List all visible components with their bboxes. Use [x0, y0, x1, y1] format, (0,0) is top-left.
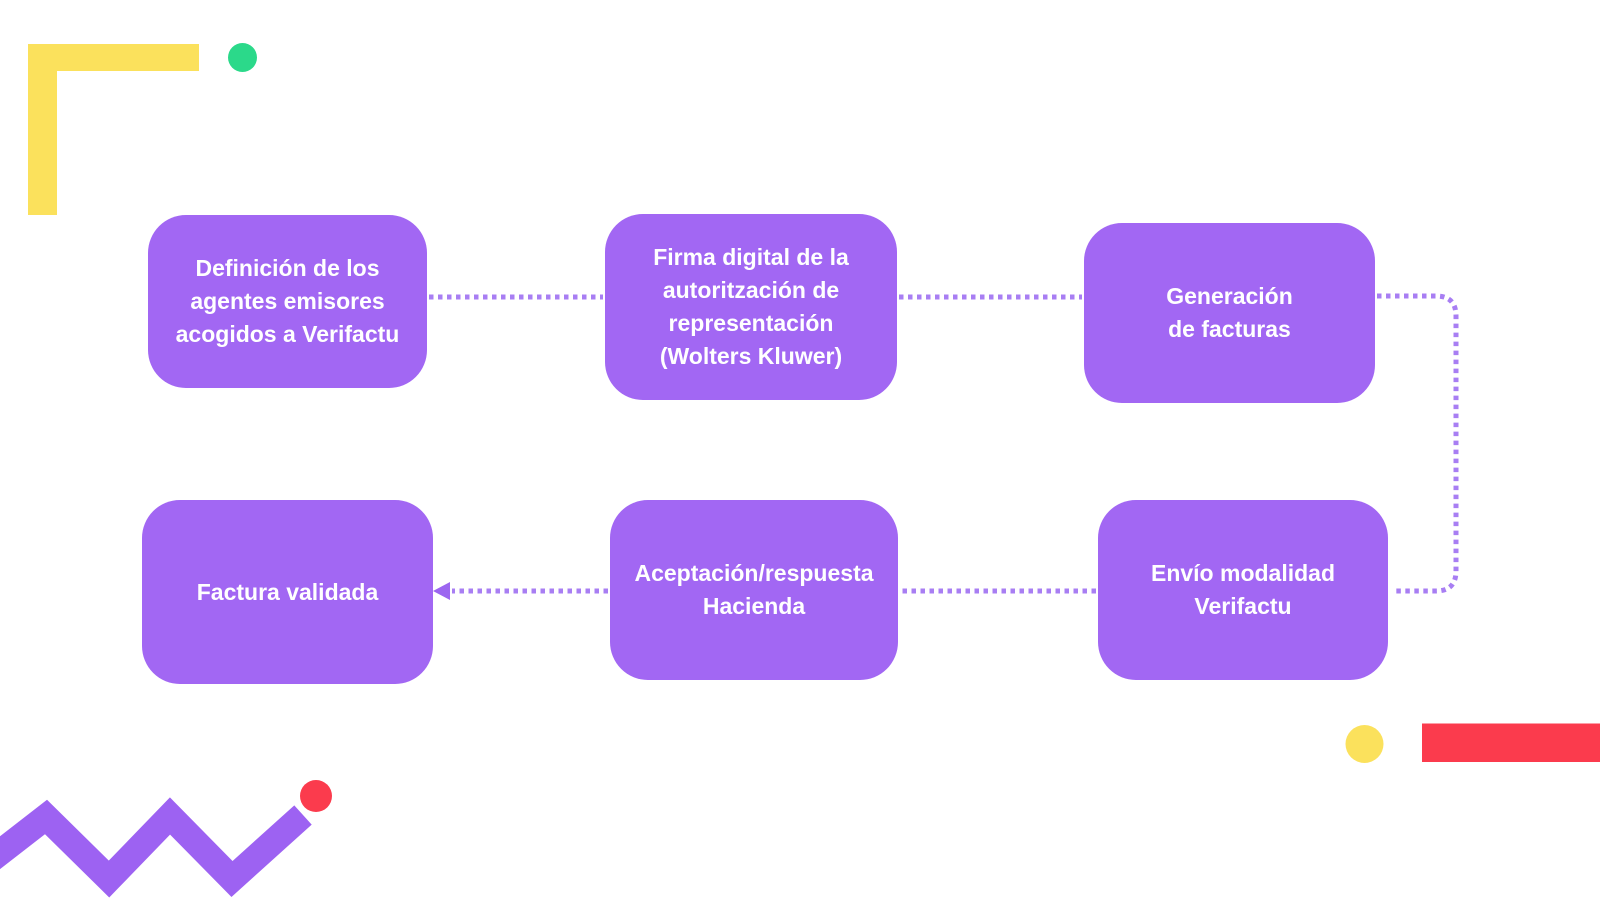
node-label-line: Aceptación/respuesta: [634, 560, 874, 586]
node-label-line: autoritzación de: [662, 277, 840, 303]
red-dot: [300, 780, 332, 812]
flow-node-aceptacion: Aceptación/respuesta Hacienda: [610, 500, 898, 680]
node-label: Envío modalidad Verifactu: [1151, 557, 1335, 623]
node-label-line: Verifactu: [1194, 593, 1292, 619]
flow-node-factura: Factura validada: [142, 500, 433, 684]
yellow-dot: [1345, 725, 1384, 763]
node-label-line: de facturas: [1168, 316, 1291, 342]
node-label-line: Generación: [1166, 283, 1293, 309]
node-label: Factura validada: [197, 576, 379, 609]
green-dot: [228, 43, 257, 72]
node-label-line: Definición de los: [195, 255, 380, 281]
flow-node-definicion: Definición de los agentes emisores acogi…: [148, 215, 427, 388]
connector-generacion-envio: [1377, 293, 1459, 594]
node-label: Generación de facturas: [1166, 280, 1293, 346]
node-label: Firma digital de la autoritzación de rep…: [653, 241, 849, 373]
node-label-line: Factura validada: [196, 578, 379, 605]
node-label-line: Hacienda: [702, 593, 806, 619]
flow-node-envio: Envío modalidad Verifactu: [1098, 500, 1388, 680]
arrowhead-into-factura: [433, 582, 450, 600]
node-label-line: Envío modalidad: [1150, 560, 1336, 586]
purple-zigzag: [0, 797, 312, 898]
red-bar: [1422, 723, 1600, 762]
yellow-corner-shape: [28, 44, 199, 215]
node-label: Definición de los agentes emisores acogi…: [176, 252, 400, 351]
node-label-line: representación: [668, 310, 834, 336]
node-label-line: agentes emisores: [190, 288, 385, 314]
node-label: Aceptación/respuesta Hacienda: [634, 557, 873, 623]
flow-node-firma: Firma digital de la autoritzación de rep…: [605, 214, 897, 400]
flow-node-generacion: Generación de facturas: [1084, 223, 1375, 403]
node-label-line: Firma digital de la: [653, 244, 849, 270]
node-label-line: (Wolters Kluwer): [659, 343, 843, 369]
node-label-line: acogidos a Verifactu: [175, 321, 400, 347]
